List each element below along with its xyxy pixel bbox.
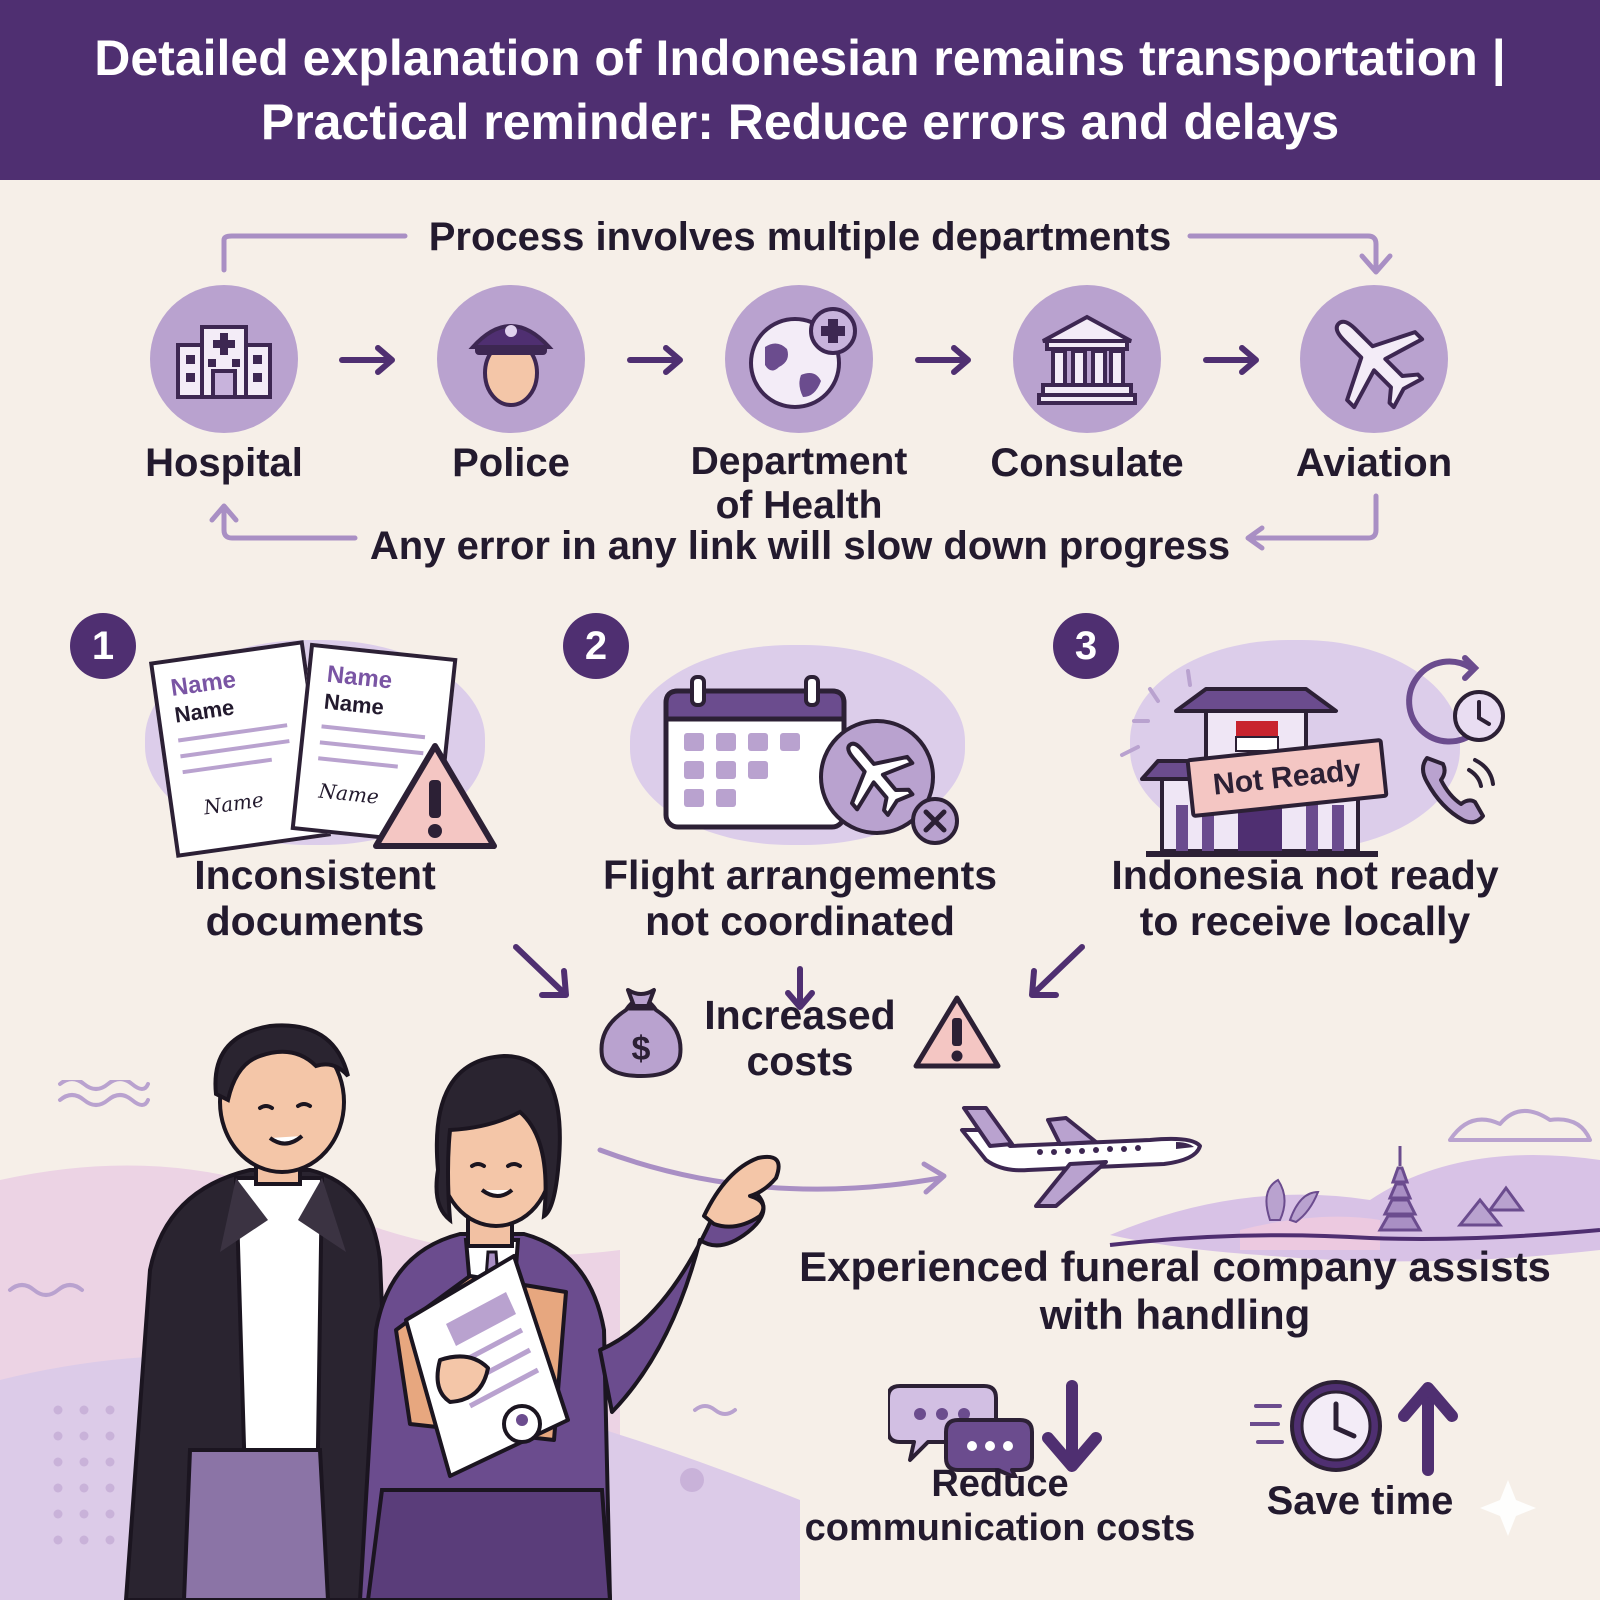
page-title-line-1: Detailed explanation of Indonesian remai… [94, 30, 1506, 86]
issue-label-3: Indonesia not ready to receive locally [1085, 852, 1525, 944]
process-bottom-label: Any error in any link will slow down pro… [369, 524, 1231, 568]
issue-label-2-line-2: not coordinated [645, 898, 955, 944]
solution-label: Experienced funeral company assists with… [790, 1243, 1560, 1339]
solution-label-line-2: with handling [1039, 1291, 1311, 1338]
issue-label-2: Flight arrangements not coordinated [585, 852, 1015, 944]
funeral-consultants-illustration [123, 1023, 781, 1600]
warning-icon [373, 743, 497, 849]
police-officer-icon [437, 285, 585, 433]
dept-label-health: Department of Health [669, 440, 929, 528]
clock-icon [1250, 1380, 1458, 1476]
issue-number-2: 2 [563, 613, 629, 679]
issue-label-1-line-2: documents [205, 898, 425, 944]
dept-label-aviation: Aviation [1295, 441, 1453, 485]
solution-label-line-1: Experienced funeral company assists [799, 1243, 1551, 1290]
issue-label-1: Inconsistent documents [150, 852, 480, 944]
page-title: Detailed explanation of Indonesian remai… [40, 26, 1560, 154]
airplane-illustration [960, 1106, 1202, 1208]
dept-label-health-line-2: of Health [715, 484, 883, 527]
page-title-line-2: Practical reminder: Reduce errors and de… [260, 94, 1340, 150]
dept-label-consulate: Consulate [990, 441, 1184, 485]
header-banner [0, 0, 1600, 180]
consequence-label-line-2: costs [746, 1038, 854, 1084]
benefit-label-1-line-2: communication costs [804, 1507, 1196, 1549]
globe-health-icon [725, 285, 873, 433]
money-bag-icon: $ [599, 988, 683, 1078]
document-signature: Name [202, 787, 266, 820]
converging-arrows [513, 944, 1085, 1010]
calendar-icon [663, 675, 847, 830]
process-loop-connector [209, 233, 1393, 551]
document-copy-name-value: Name [322, 688, 386, 720]
issue-number-3: 3 [1053, 613, 1119, 679]
issue-label-3-line-1: Indonesia not ready [1111, 852, 1499, 898]
cost-warning-icon [913, 995, 1001, 1069]
hospital-icon [150, 285, 298, 433]
process-arrows [339, 345, 1259, 375]
dept-label-hospital: Hospital [145, 441, 303, 485]
cancelled-flight-icon [819, 719, 959, 845]
issue-label-3-line-2: to receive locally [1139, 898, 1471, 944]
consequence-label: Increased costs [690, 992, 910, 1084]
benefit-label-2: Save time [1266, 1479, 1454, 1523]
chat-bubbles-icon [888, 1380, 1102, 1478]
issue-label-1-line-1: Inconsistent [194, 852, 436, 898]
dept-label-health-line-1: Department [690, 440, 908, 483]
consequence-label-line-1: Increased [704, 992, 896, 1038]
woman-figure [357, 1053, 781, 1600]
benefit-label-1-line-1: Reduce [931, 1463, 1069, 1505]
money-bag-symbol: $ [632, 1030, 651, 1068]
consulate-building-icon [1013, 285, 1161, 433]
process-top-label: Process involves multiple departments [428, 215, 1172, 259]
dept-label-police: Police [452, 441, 570, 485]
clock-phone-icon [1406, 655, 1505, 825]
issue-label-2-line-1: Flight arrangements [602, 852, 998, 898]
benefit-label-1: Reduce communication costs [800, 1462, 1200, 1550]
airplane-icon [1300, 285, 1448, 433]
issue-number-1: 1 [70, 613, 136, 679]
man-figure [123, 1023, 397, 1600]
